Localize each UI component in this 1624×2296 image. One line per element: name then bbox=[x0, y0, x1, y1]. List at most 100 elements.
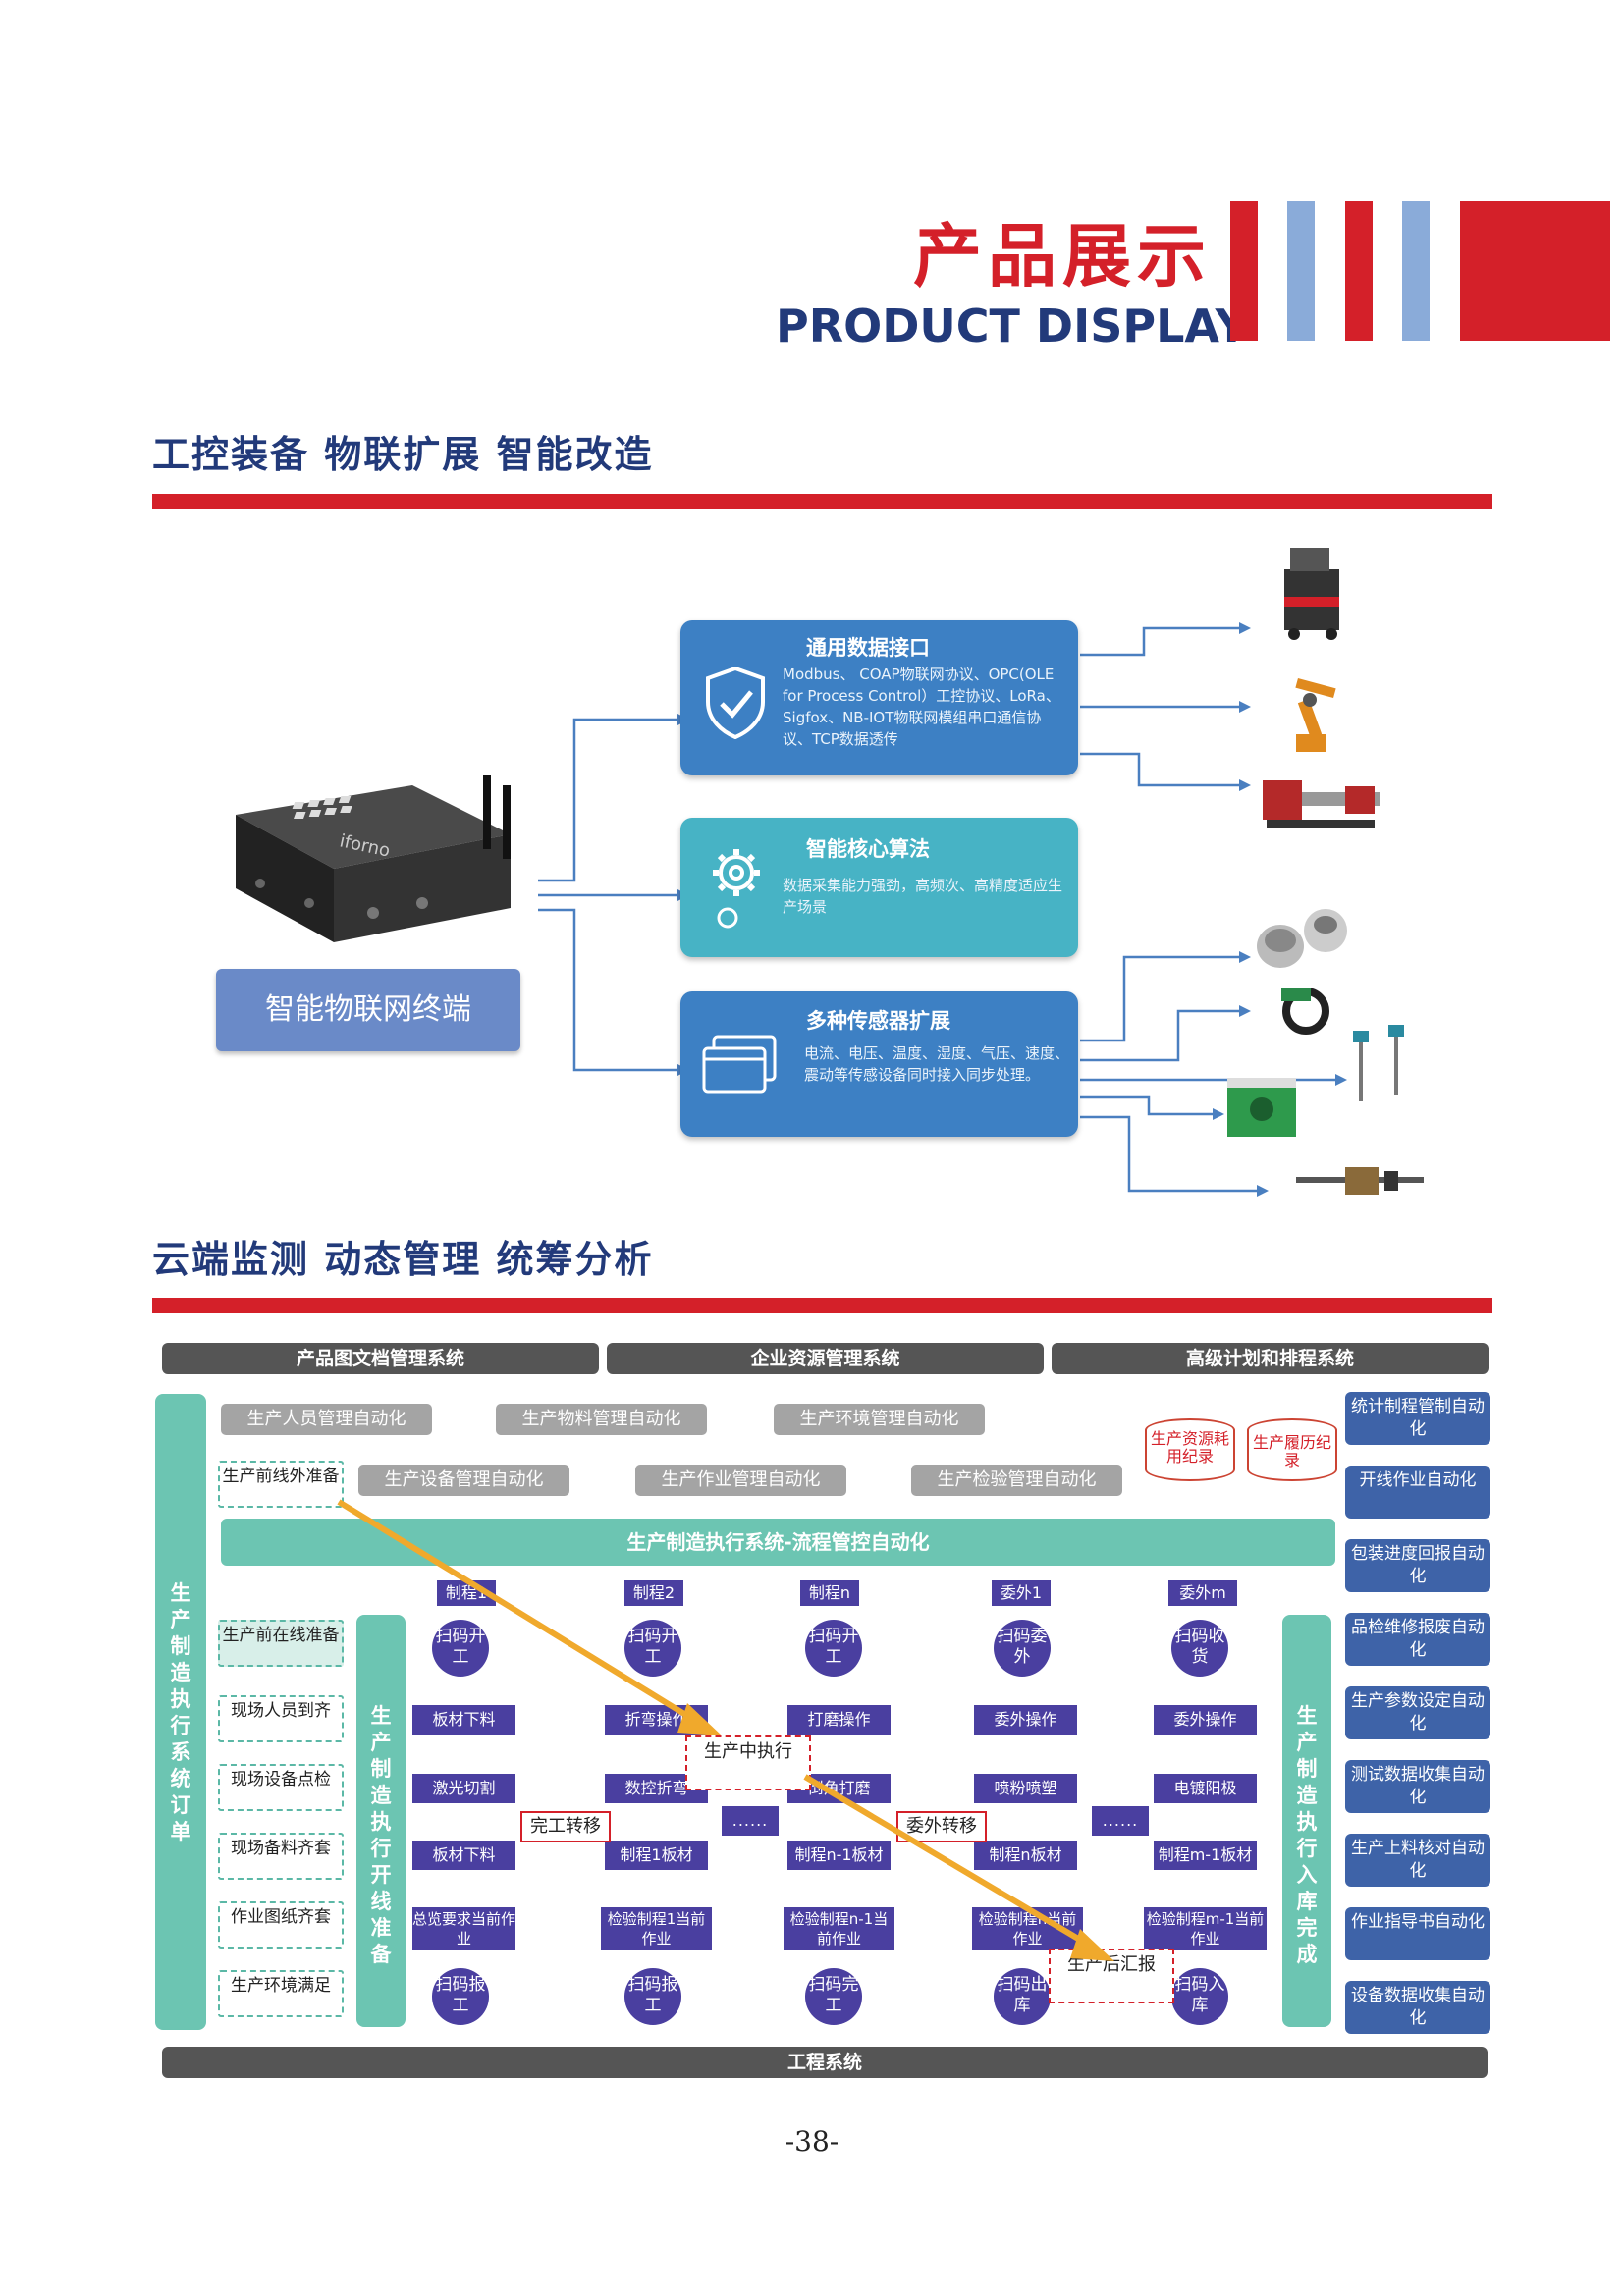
op-box: 委外操作 bbox=[1154, 1705, 1257, 1735]
gears-icon bbox=[713, 849, 760, 929]
section2-title: 云端监测 动态管理 统筹分析 bbox=[152, 1238, 654, 1281]
system-bar-pdm: 产品图文档管理系统 bbox=[162, 1343, 599, 1374]
dots-box: ...... bbox=[722, 1806, 779, 1836]
system-bar-aps: 高级计划和排程系统 bbox=[1052, 1343, 1489, 1374]
scan-start-circle: 扫码开工 bbox=[805, 1620, 862, 1677]
op-box: 板材下料 bbox=[412, 1705, 515, 1735]
scan-start-circle: 扫码开工 bbox=[624, 1620, 681, 1677]
column-label: 制程n bbox=[800, 1580, 859, 1606]
inspect-box: 检验制程n-1当前作业 bbox=[784, 1907, 894, 1950]
scan-start-circle: 扫码开工 bbox=[432, 1620, 489, 1677]
inspect-box: 检验制程m-1当前作业 bbox=[1144, 1907, 1267, 1950]
page-number: -38- bbox=[785, 2125, 839, 2158]
scan-end-circle: 扫码入库 bbox=[1171, 1968, 1228, 2025]
material-box: 制程m-1板材 bbox=[1154, 1841, 1257, 1870]
mid-exec-box: 生产中执行 bbox=[685, 1735, 811, 1790]
resource-log-cylinder: 生产资源耗用纪录 bbox=[1145, 1418, 1235, 1481]
right-btn-feeding: 生产上料核对自动化 bbox=[1345, 1834, 1490, 1887]
shield-check-icon bbox=[706, 666, 765, 739]
card-body: Modbus、 COAP物联网协议、OPC(OLE for Process Co… bbox=[783, 666, 1060, 748]
card-body: 电流、电压、温度、湿度、气压、速度、震动等传感设备同时接入同步处理。 bbox=[804, 1044, 1070, 1084]
column-label: 委外m bbox=[1168, 1580, 1237, 1606]
card-data-interface: 通用数据接口 Modbus、 COAP物联网协议、OPC(OLE for Pro… bbox=[680, 620, 1078, 775]
pill-personnel: 生产人员管理自动化 bbox=[221, 1404, 432, 1435]
temperature-probe-image bbox=[1353, 1025, 1404, 1101]
scan-end-circle: 扫码出库 bbox=[994, 1968, 1051, 2025]
op2-box: 喷粉喷塑 bbox=[974, 1774, 1077, 1803]
card-title: 多种传感器扩展 bbox=[806, 1009, 950, 1033]
header-bar-1 bbox=[1230, 201, 1258, 341]
op-box: 委外操作 bbox=[974, 1705, 1077, 1735]
transfer-outsource-tag: 委外转移 bbox=[896, 1811, 987, 1842]
section1-title: 工控装备 物联扩展 智能改造 bbox=[152, 433, 654, 476]
material-box: 制程1板材 bbox=[605, 1841, 708, 1870]
vibration-sensor-image bbox=[1296, 1167, 1424, 1195]
prep-inline: 生产前在线准备 bbox=[218, 1620, 344, 1667]
right-btn-packing: 包装进度回报自动化 bbox=[1345, 1539, 1490, 1592]
left-item-equipment: 现场设备点检 bbox=[218, 1764, 344, 1811]
right-btn-qc-repair: 品检维修报废自动化 bbox=[1345, 1613, 1490, 1666]
transfer-complete-tag: 完工转移 bbox=[520, 1811, 611, 1842]
column-label: 制程2 bbox=[624, 1580, 683, 1606]
material-box: 板材下料 bbox=[412, 1841, 515, 1870]
current-clamp-sensor-image bbox=[1281, 988, 1329, 1035]
card-sensor-extension: 多种传感器扩展 电流、电压、温度、湿度、气压、速度、震动等传感设备同时接入同步处… bbox=[680, 991, 1078, 1137]
header-bar-3 bbox=[1345, 201, 1373, 341]
pill-environment: 生产环境管理自动化 bbox=[774, 1404, 985, 1435]
page-title-cn: 产品展示 bbox=[913, 216, 1212, 296]
flow-arrows bbox=[337, 1499, 1114, 1961]
right-btn-spc: 统计制程管制自动化 bbox=[1345, 1392, 1490, 1445]
op-box: 打磨操作 bbox=[787, 1705, 891, 1735]
section2-divider bbox=[152, 1298, 1492, 1313]
header-bar-2 bbox=[1287, 201, 1315, 341]
system-bar-erp: 企业资源管理系统 bbox=[607, 1343, 1044, 1374]
scan-end-circle: 扫码报工 bbox=[624, 1968, 681, 2025]
right-btn-device-data: 设备数据收集自动化 bbox=[1345, 1981, 1490, 2034]
scan-start-circle: 扫码收货 bbox=[1171, 1620, 1228, 1677]
material-box: 制程n板材 bbox=[974, 1841, 1077, 1870]
iot-terminal-device-image: iforno bbox=[236, 775, 511, 942]
card-body: 数据采集能力强劲，高频次、高精度适应生产场景 bbox=[783, 877, 1063, 916]
card-core-algorithm: 智能核心算法 数据采集能力强劲，高频次、高精度适应生产场景 bbox=[680, 818, 1078, 957]
scan-end-circle: 扫码完工 bbox=[805, 1968, 862, 2025]
column-label: 委外1 bbox=[992, 1580, 1051, 1606]
left-item-environment: 生产环境满足 bbox=[218, 1970, 344, 2017]
robot-arm-image bbox=[1295, 677, 1336, 752]
left-item-personnel: 现场人员到齐 bbox=[218, 1695, 344, 1742]
card-title: 通用数据接口 bbox=[806, 636, 930, 660]
pill-material: 生产物料管理自动化 bbox=[496, 1404, 707, 1435]
section1-divider bbox=[152, 494, 1492, 509]
lathe-machine-image bbox=[1263, 780, 1380, 828]
header-bar-4 bbox=[1402, 201, 1430, 341]
green-sensor-module-image bbox=[1227, 1078, 1296, 1137]
warehouse-finish-vertical: 生产制造执行入库完成 bbox=[1282, 1615, 1331, 2027]
inspect-box: 检验制程1当前作业 bbox=[601, 1907, 712, 1950]
pill-equipment: 生产设备管理自动化 bbox=[358, 1465, 569, 1496]
pill-inspection: 生产检验管理自动化 bbox=[911, 1465, 1122, 1496]
right-btn-instructions: 作业指导书自动化 bbox=[1345, 1907, 1490, 1960]
mes-order-vertical: 生产制造执行系统订单 bbox=[155, 1394, 206, 2030]
right-btn-test-data: 测试数据收集自动化 bbox=[1345, 1760, 1490, 1813]
scan-end-circle: 扫码报工 bbox=[432, 1968, 489, 2025]
inspect-box: 检验制程n当前作业 bbox=[972, 1907, 1083, 1950]
op2-box: 电镀阳极 bbox=[1154, 1774, 1257, 1803]
left-item-material: 现场备料齐套 bbox=[218, 1833, 344, 1880]
dots-box: ...... bbox=[1092, 1806, 1149, 1836]
prep-outside-line: 生产前线外准备 bbox=[218, 1461, 344, 1508]
history-log-cylinder: 生产履历纪录 bbox=[1247, 1418, 1337, 1481]
left-item-drawings: 作业图纸齐套 bbox=[218, 1901, 344, 1949]
scan-start-circle: 扫码委外 bbox=[994, 1620, 1051, 1677]
welding-machine-image bbox=[1284, 548, 1339, 640]
inspect-box: 总览要求当前作业 bbox=[412, 1907, 515, 1950]
page-title-en: PRODUCT DISPLAY bbox=[776, 299, 1248, 352]
header-bar-5 bbox=[1460, 201, 1610, 341]
load-cell-sensor-image bbox=[1257, 909, 1347, 968]
card-title: 智能核心算法 bbox=[806, 837, 930, 861]
op2-box: 激光切割 bbox=[412, 1774, 515, 1803]
material-box: 制程n-1板材 bbox=[787, 1841, 891, 1870]
engineering-system-bar: 工程系统 bbox=[162, 2047, 1488, 2078]
pill-operation: 生产作业管理自动化 bbox=[635, 1465, 846, 1496]
iot-terminal-label: 智能物联网终端 bbox=[216, 969, 520, 1051]
windows-icon bbox=[702, 1035, 777, 1094]
right-btn-params: 生产参数设定自动化 bbox=[1345, 1686, 1490, 1739]
